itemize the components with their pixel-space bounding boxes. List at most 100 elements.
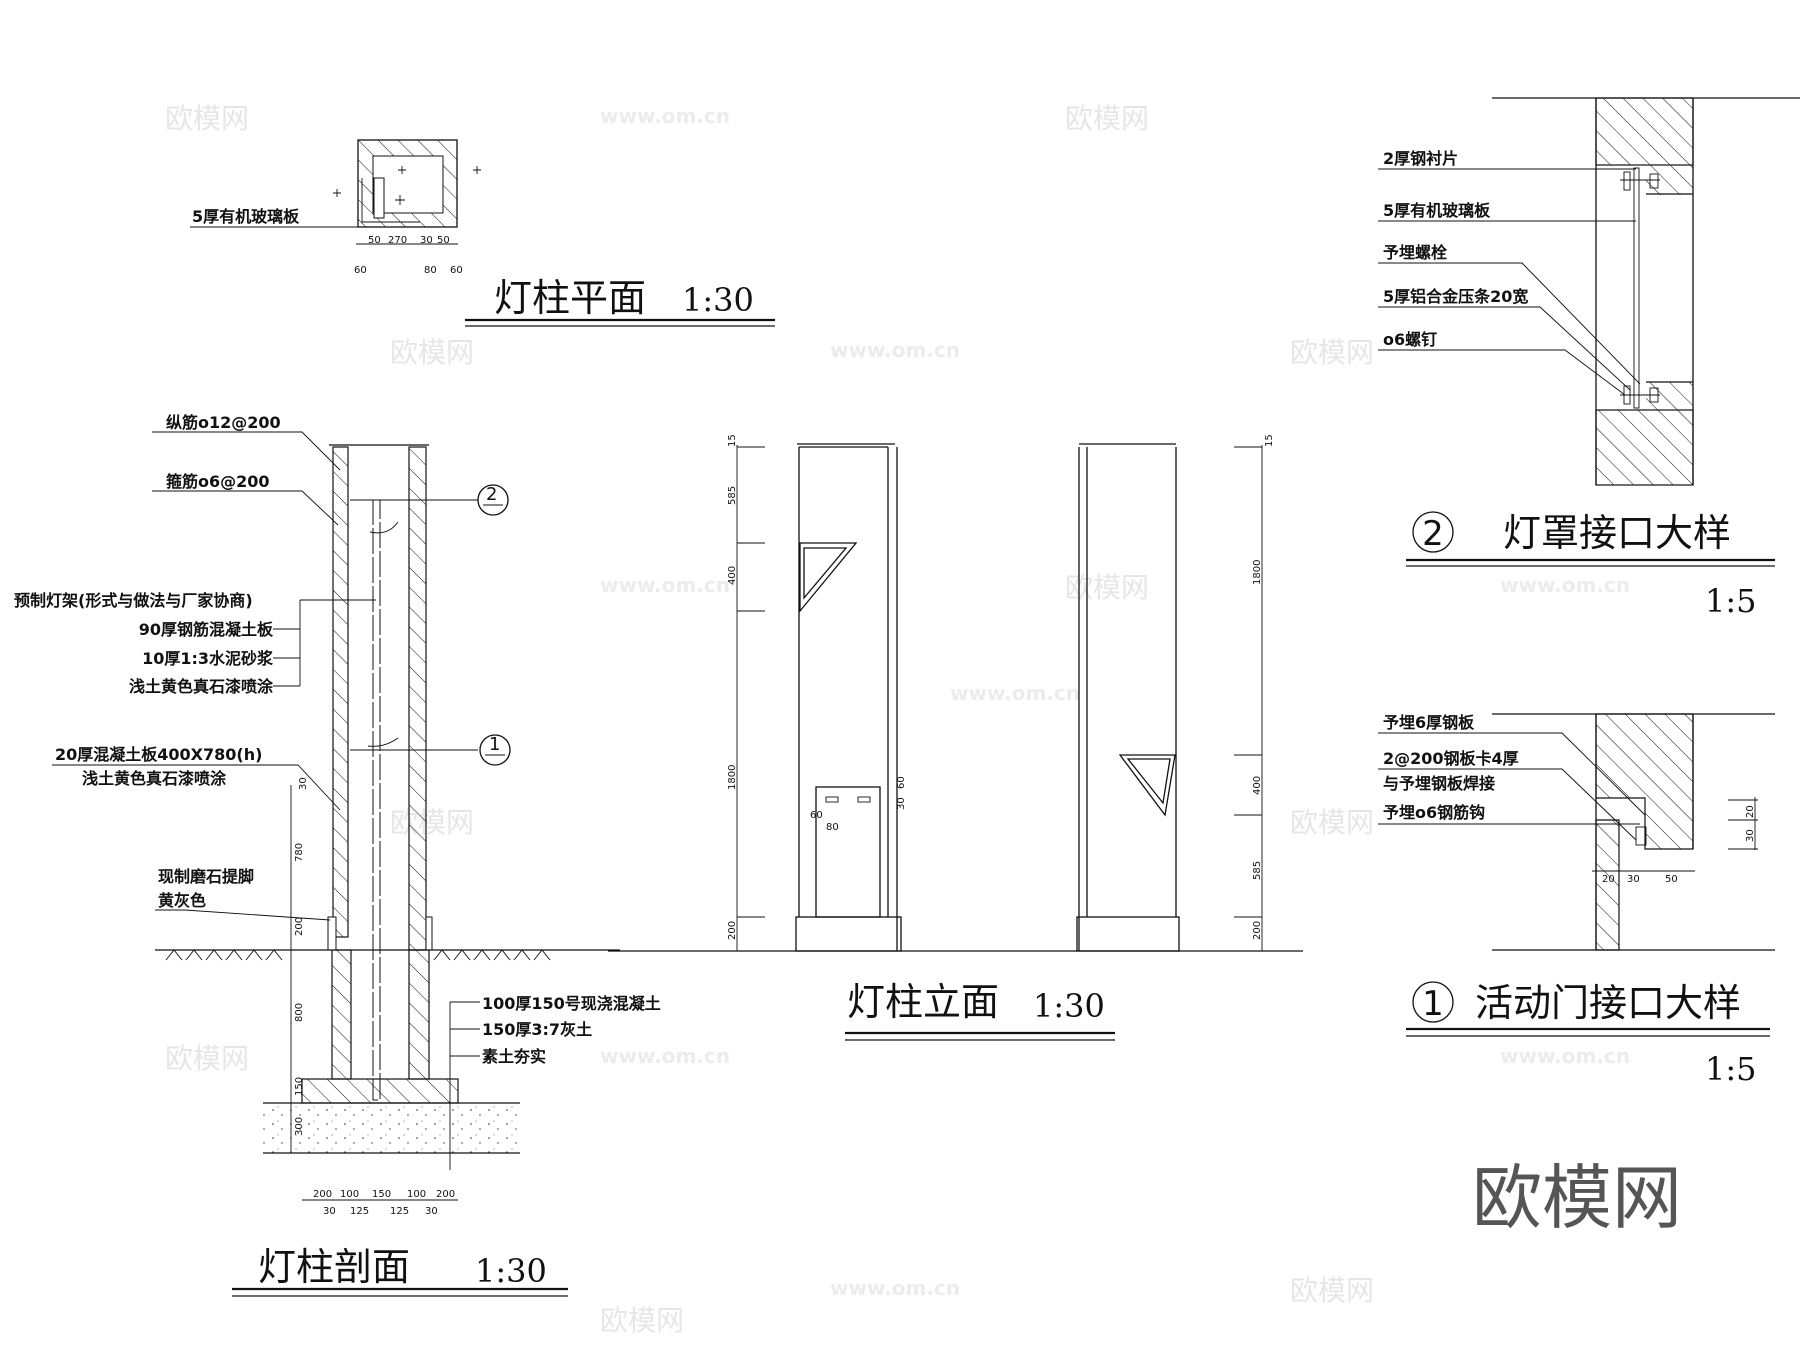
svg-text:2厚钢衬片: 2厚钢衬片 (1383, 149, 1458, 168)
svg-text:400: 400 (1252, 776, 1263, 795)
detail-2-view: 2厚钢衬片 5厚有机玻璃板 予埋螺栓 5厚铝合金压条20宽 o6螺钉 2 灯罩接… (1378, 97, 1800, 620)
svg-text:585: 585 (1252, 861, 1263, 880)
plan-title: 灯柱平面 (494, 276, 646, 320)
svg-text:黄灰色: 黄灰色 (158, 891, 206, 910)
svg-text:5厚铝合金压条20宽: 5厚铝合金压条20宽 (1383, 287, 1528, 306)
svg-text:50: 50 (1665, 874, 1678, 885)
section-view: 2 1 纵筋o12@200 箍筋o6@200 预制灯架(形式与做法与厂家协商) … (14, 413, 661, 1297)
svg-text:125: 125 (350, 1206, 369, 1217)
svg-text:150: 150 (294, 1077, 305, 1096)
svg-text:欧模网: 欧模网 (390, 806, 474, 839)
svg-text:予埋6厚钢板: 予埋6厚钢板 (1383, 713, 1475, 732)
detail-2-scale: 1:5 (1705, 582, 1757, 620)
svg-text:箍筋o6@200: 箍筋o6@200 (166, 472, 270, 491)
svg-text:预制灯架(形式与做法与厂家协商): 预制灯架(形式与做法与厂家协商) (14, 591, 253, 610)
svg-text:90厚钢筋混凝土板: 90厚钢筋混凝土板 (139, 620, 274, 639)
svg-text:www.om.cn: www.om.cn (600, 104, 730, 128)
plan-label: 5厚有机玻璃板 (192, 207, 300, 226)
elevation-view: 60 80 30 60 15 585 400 1800 200 15 1800 … (608, 434, 1303, 1041)
svg-text:www.om.cn: www.om.cn (1500, 573, 1630, 597)
detail-2-title: 灯罩接口大样 (1503, 511, 1731, 555)
svg-text:纵筋o12@200: 纵筋o12@200 (166, 413, 281, 432)
svg-text:200: 200 (727, 921, 738, 940)
svg-text:www.om.cn: www.om.cn (600, 1044, 730, 1068)
svg-text:60: 60 (810, 810, 823, 821)
svg-text:15: 15 (727, 434, 738, 447)
section-scale: 1:30 (475, 1252, 547, 1290)
svg-text:150厚3:7灰土: 150厚3:7灰土 (482, 1020, 592, 1039)
svg-text:100厚150号现浇混凝土: 100厚150号现浇混凝土 (482, 994, 661, 1013)
callout-1: 1 (489, 734, 500, 755)
svg-text:现制磨石提脚: 现制磨石提脚 (158, 867, 254, 886)
svg-text:www.om.cn: www.om.cn (830, 1276, 960, 1300)
svg-text:5厚有机玻璃板: 5厚有机玻璃板 (1383, 201, 1491, 220)
detail-1-title: 活动门接口大样 (1475, 981, 1741, 1025)
svg-text:20: 20 (1745, 805, 1756, 818)
svg-text:300: 300 (294, 1117, 305, 1136)
detail-1-number: 1 (1422, 984, 1444, 1024)
svg-text:www.om.cn: www.om.cn (830, 338, 960, 362)
svg-text:o6螺钉: o6螺钉 (1383, 330, 1437, 349)
svg-text:30: 30 (896, 797, 907, 810)
svg-text:50: 50 (368, 235, 381, 246)
svg-text:欧模网: 欧模网 (165, 102, 249, 135)
svg-text:200: 200 (436, 1189, 455, 1200)
svg-text:欧模网: 欧模网 (1290, 1274, 1374, 1307)
plan-scale: 1:30 (682, 281, 754, 319)
svg-text:1800: 1800 (727, 765, 738, 790)
svg-text:20: 20 (1602, 874, 1615, 885)
elevation-title: 灯柱立面 (847, 980, 999, 1024)
detail-2-number: 2 (1422, 514, 1444, 554)
svg-text:15: 15 (1264, 434, 1275, 447)
svg-text:60: 60 (354, 265, 367, 276)
svg-text:270: 270 (388, 235, 407, 246)
svg-text:予埋螺栓: 予埋螺栓 (1383, 243, 1448, 262)
watermark-logo: 欧模网 (1472, 1157, 1682, 1239)
svg-text:浅土黄色真石漆喷涂: 浅土黄色真石漆喷涂 (129, 677, 274, 696)
svg-text:30: 30 (1745, 829, 1756, 842)
svg-text:www.om.cn: www.om.cn (1500, 1044, 1630, 1068)
svg-text:予埋o6钢筋钩: 予埋o6钢筋钩 (1383, 803, 1485, 822)
elevation-scale: 1:30 (1033, 987, 1105, 1025)
svg-text:浅土黄色真石漆喷涂: 浅土黄色真石漆喷涂 (82, 769, 227, 788)
svg-text:30: 30 (298, 777, 309, 790)
svg-text:www.om.cn: www.om.cn (600, 573, 730, 597)
svg-text:400: 400 (727, 566, 738, 585)
svg-text:1800: 1800 (1252, 560, 1263, 585)
svg-text:150: 150 (372, 1189, 391, 1200)
svg-text:800: 800 (294, 1003, 305, 1022)
svg-text:2@200钢板卡4厚: 2@200钢板卡4厚 (1383, 749, 1519, 768)
svg-text:585: 585 (727, 486, 738, 505)
watermarks: 欧模网 www.om.cn 欧模网 欧模网 www.om.cn 欧模网 www.… (165, 102, 1630, 1337)
svg-text:125: 125 (390, 1206, 409, 1217)
section-title: 灯柱剖面 (258, 1245, 410, 1289)
svg-text:欧模网: 欧模网 (390, 336, 474, 369)
svg-text:与予埋钢板焊接: 与予埋钢板焊接 (1383, 774, 1495, 793)
svg-text:30: 30 (323, 1206, 336, 1217)
detail-1-view: 予埋6厚钢板 2@200钢板卡4厚 与予埋钢板焊接 予埋o6钢筋钩 20 30 … (1378, 713, 1775, 1088)
svg-text:欧模网: 欧模网 (165, 1042, 249, 1075)
svg-text:欧模网: 欧模网 (1065, 102, 1149, 135)
svg-text:素土夯实: 素土夯实 (482, 1047, 546, 1066)
svg-text:欧模网: 欧模网 (1290, 806, 1374, 839)
svg-text:200: 200 (313, 1189, 332, 1200)
svg-text:80: 80 (826, 822, 839, 833)
svg-text:欧模网: 欧模网 (600, 1304, 684, 1337)
svg-text:欧模网: 欧模网 (1290, 336, 1374, 369)
svg-text:80: 80 (424, 265, 437, 276)
svg-text:200: 200 (294, 917, 305, 936)
svg-text:60: 60 (896, 776, 907, 789)
svg-text:60: 60 (450, 265, 463, 276)
svg-text:50: 50 (437, 235, 450, 246)
svg-text:10厚1:3水泥砂浆: 10厚1:3水泥砂浆 (142, 649, 274, 668)
svg-text:30: 30 (425, 1206, 438, 1217)
svg-text:30: 30 (420, 235, 433, 246)
svg-text:200: 200 (1252, 921, 1263, 940)
svg-text:100: 100 (407, 1189, 426, 1200)
svg-text:780: 780 (294, 843, 305, 862)
svg-text:欧模网: 欧模网 (1065, 571, 1149, 604)
detail-1-scale: 1:5 (1705, 1050, 1757, 1088)
plan-view: 5厚有机玻璃板 50 270 30 50 60 80 60 灯柱平面 1:30 (190, 139, 775, 327)
svg-text:30: 30 (1627, 874, 1640, 885)
